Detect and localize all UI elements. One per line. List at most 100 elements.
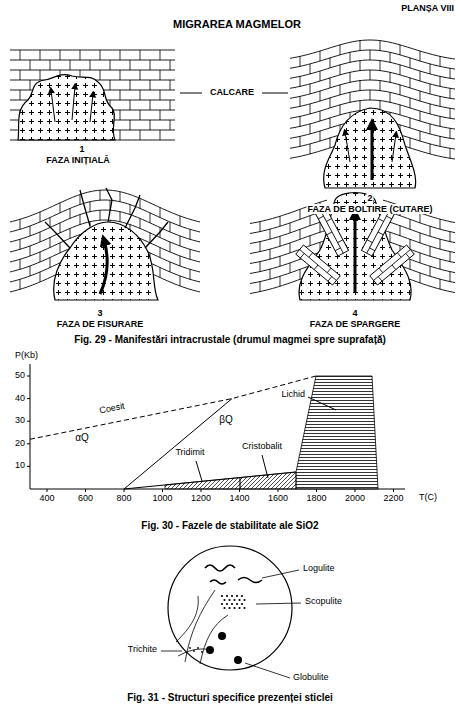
- axis-tick: [27, 398, 30, 399]
- scopulite: [236, 595, 238, 597]
- brick-joint: [100, 210, 101, 220]
- phase-doming: [290, 40, 455, 188]
- brick-joint: [430, 226, 431, 236]
- phase-name: FAZA DE BOLTIRE (CUTARE): [307, 204, 434, 214]
- brick-joint: [350, 72, 351, 82]
- brick-joint: [420, 71, 421, 81]
- brick-joint: [260, 262, 261, 272]
- brick-joint: [310, 216, 311, 226]
- brick-joint: [160, 90, 161, 100]
- brick-joint: [30, 266, 31, 276]
- limestone-block: [370, 245, 414, 285]
- brick-joint: [360, 101, 361, 111]
- brick-joint: [360, 41, 361, 51]
- magma-body: [324, 108, 416, 188]
- scopulite: [243, 607, 245, 609]
- brick-joint: [280, 256, 281, 266]
- leader-line: [245, 663, 290, 678]
- brick-joint: [320, 91, 321, 101]
- structure-label: Logulite: [302, 563, 336, 573]
- brick-joint: [290, 223, 291, 233]
- brick-joint: [370, 50, 371, 60]
- limestone-block: [296, 245, 340, 285]
- brick-joint: [310, 124, 311, 134]
- brick-joint: [260, 282, 261, 292]
- magma-arrow: [51, 90, 55, 122]
- x-axis: [30, 489, 405, 490]
- brick-joint: [450, 108, 451, 118]
- fissure: [80, 190, 90, 226]
- brick-joint: [170, 120, 171, 130]
- brick-joint: [420, 91, 421, 101]
- scopulite: [233, 607, 235, 609]
- logulite: [205, 565, 235, 571]
- brick-joint: [60, 243, 61, 253]
- brick-joint: [400, 85, 401, 95]
- brick-joint: [430, 124, 431, 134]
- limestone-block: [361, 208, 394, 256]
- brick-joint: [140, 70, 141, 80]
- brick-joint: [160, 248, 161, 258]
- brick-joint: [140, 218, 141, 228]
- brick-joint: [430, 104, 431, 114]
- brick-joint: [170, 80, 171, 90]
- scopulite: [223, 607, 225, 609]
- brick-joint: [40, 212, 41, 222]
- brick-joint: [350, 52, 351, 62]
- brick-joint: [110, 60, 111, 70]
- brick-joint: [140, 130, 141, 140]
- brick-joint: [330, 78, 331, 88]
- fissure: [125, 195, 140, 228]
- brick-joint: [430, 84, 431, 94]
- magma-body: [54, 222, 158, 300]
- limestone-block: [315, 208, 348, 256]
- phase-label: Tridimit: [174, 447, 205, 457]
- brick-joint: [410, 78, 411, 88]
- brick-joint: [130, 60, 131, 70]
- leader-line: [262, 93, 288, 94]
- brick-joint: [290, 263, 291, 273]
- brick-joint: [270, 249, 271, 259]
- brick-joint: [300, 269, 301, 279]
- brick-joint: [390, 72, 391, 82]
- brick-joint: [310, 104, 311, 114]
- brick-joint: [300, 136, 301, 146]
- brick-joint: [300, 96, 301, 106]
- brick-joint: [315, 208, 348, 256]
- brick-joint: [410, 219, 411, 229]
- brick-joint: [110, 80, 111, 90]
- phase-label: Lichid: [280, 389, 306, 399]
- axis-tick: [162, 489, 163, 492]
- leader-line: [308, 397, 336, 410]
- brick-joint: [440, 219, 441, 229]
- brick-joint: [340, 105, 341, 115]
- phase-name: FAZA DE SPARGERE: [309, 319, 402, 329]
- phase-number: 4: [351, 308, 358, 318]
- brick-joint: [120, 70, 121, 80]
- brick-joint: [440, 239, 441, 249]
- brick-joint: [361, 208, 394, 256]
- brick-joint: [370, 245, 414, 285]
- structure-label: Trichite: [127, 644, 158, 654]
- brick-joint: [260, 222, 261, 232]
- bedding-line: [10, 50, 175, 51]
- liquid-field: [296, 376, 378, 489]
- brick-joint: [90, 202, 91, 212]
- axis-tick: [316, 489, 317, 492]
- leader-line: [262, 570, 299, 578]
- brick-joint: [120, 110, 121, 120]
- brick-joint: [330, 118, 331, 128]
- logulite: [210, 580, 226, 584]
- trichite: [200, 615, 228, 664]
- leader-line: [196, 461, 202, 481]
- phase-number: 1: [78, 144, 85, 154]
- tick-label: 1200: [190, 493, 212, 503]
- phase-initial: [10, 50, 175, 140]
- coesite-boundary: [30, 376, 316, 439]
- magma-body: [18, 75, 115, 140]
- brick-joint: [310, 236, 311, 246]
- brick-joint: [100, 190, 101, 200]
- axis-tick: [27, 421, 30, 422]
- phase-label: Coesit: [98, 400, 127, 415]
